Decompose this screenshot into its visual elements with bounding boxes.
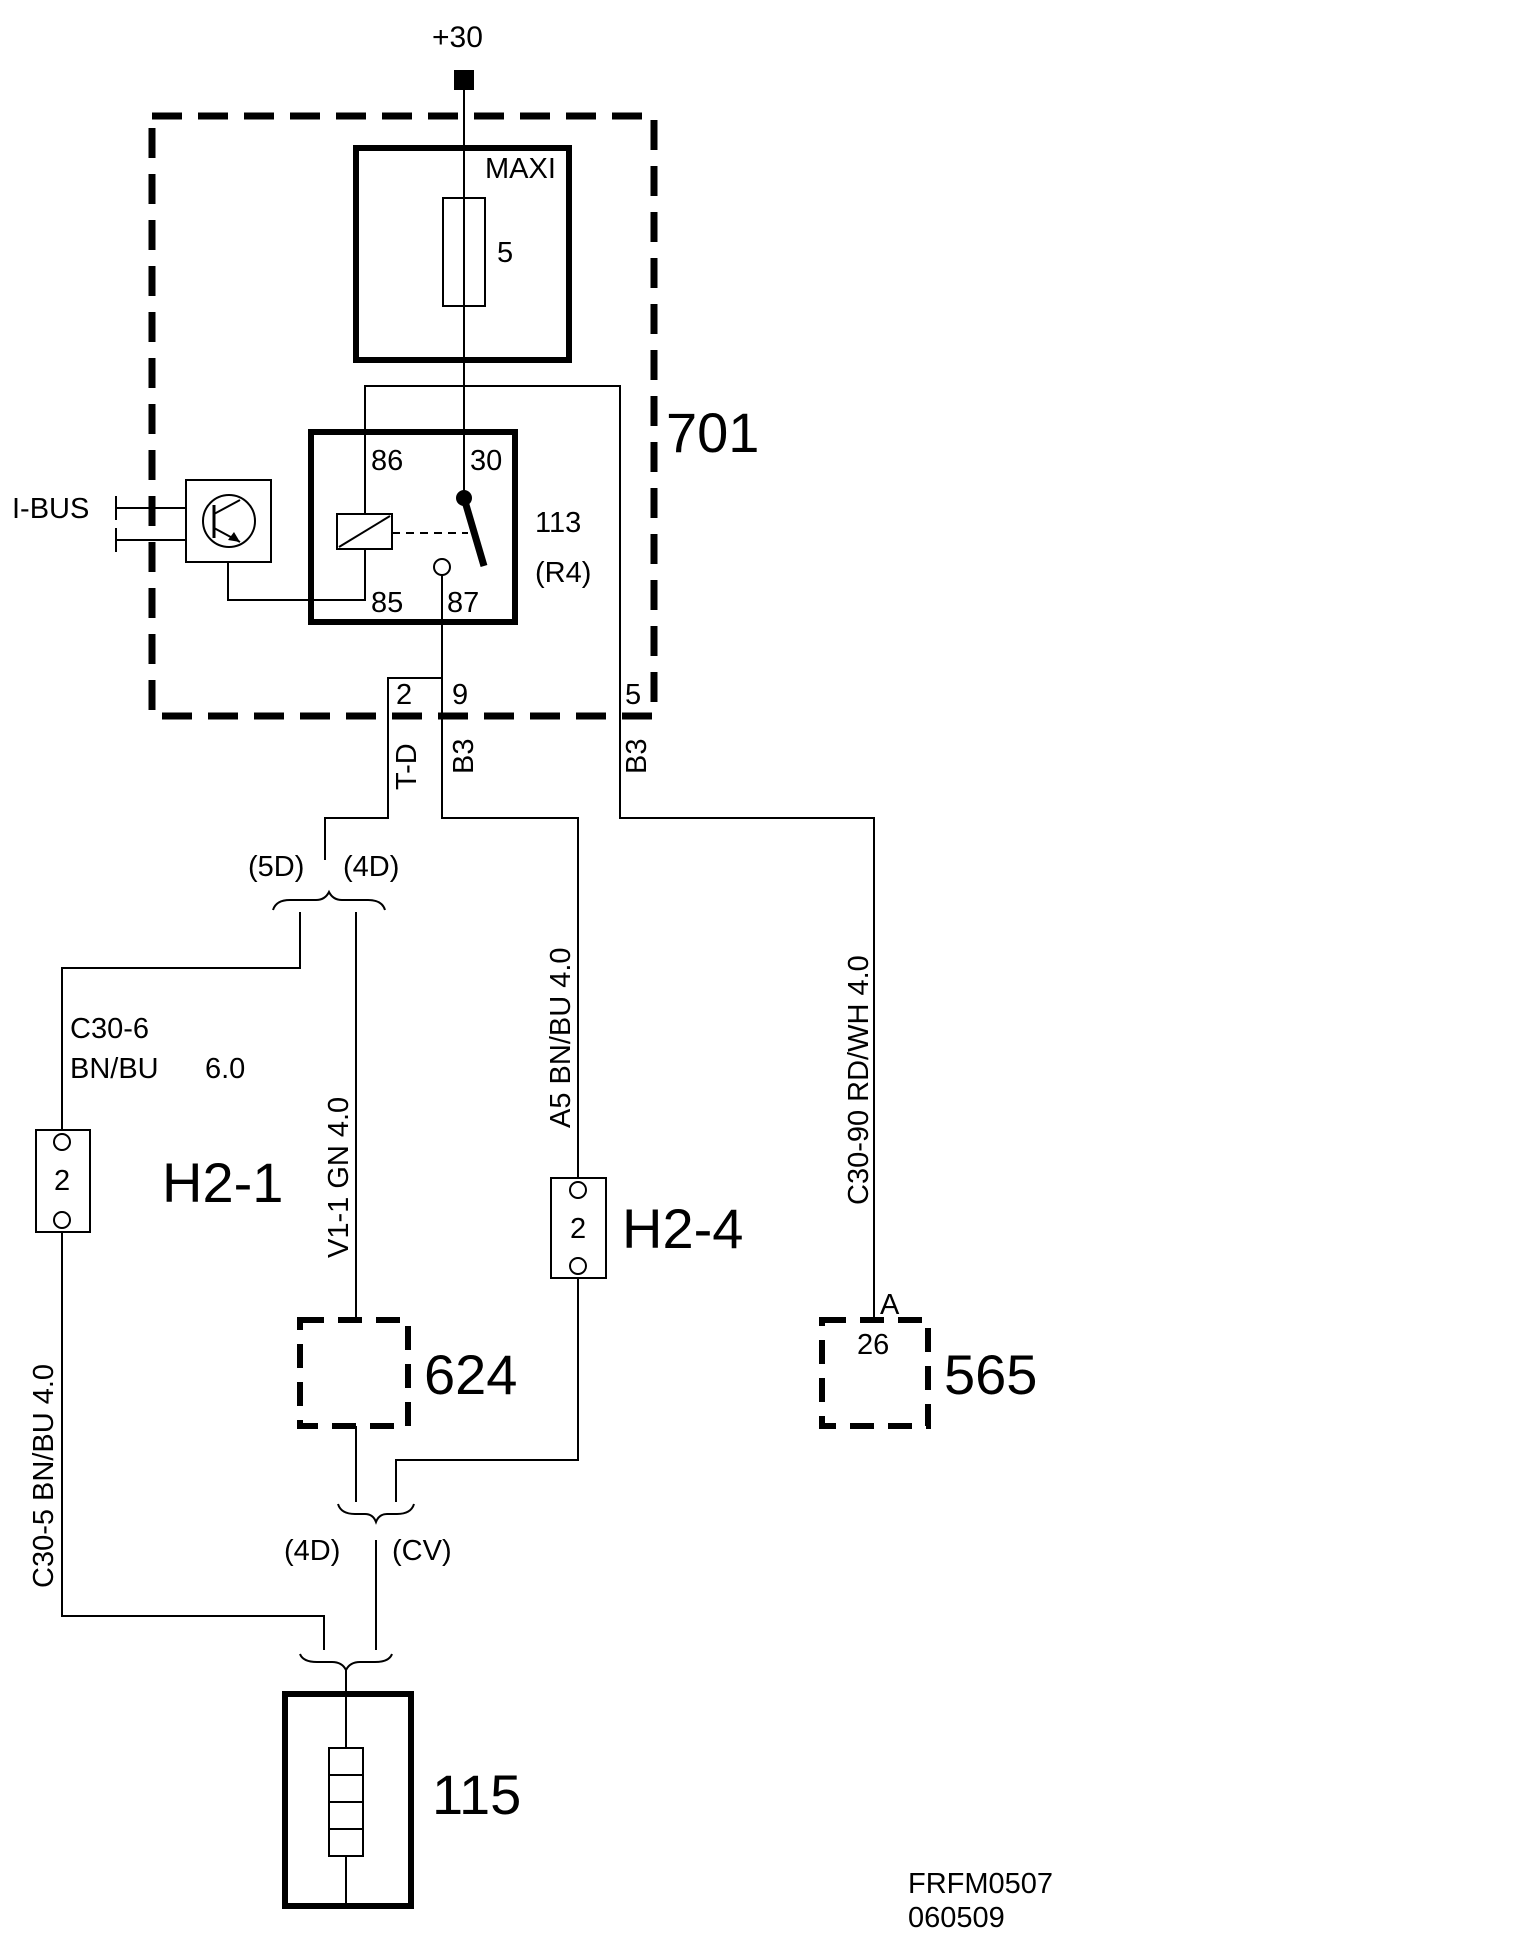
wire-label-c30-90: C30-90 RD/WH 4.0	[843, 955, 875, 1205]
variant-brace-upper	[272, 889, 386, 911]
variant-brace-lower	[337, 1503, 415, 1525]
relay-pin-87: 87	[447, 587, 479, 619]
transistor-icon	[202, 494, 256, 548]
component-115-label: 115	[432, 1763, 521, 1826]
pin-701-2: 2	[396, 679, 412, 711]
wire-td	[324, 720, 389, 860]
wire-label-td: T-D	[391, 743, 423, 790]
pin2-bridge	[387, 677, 442, 720]
wire-86-to-pin5	[364, 385, 875, 1318]
maxi-fuse-type: MAXI	[485, 153, 556, 185]
relay-113-box	[308, 429, 518, 625]
wire-c30-6-spec: BN/BU	[70, 1053, 159, 1085]
heater-element-icon	[328, 1747, 364, 1857]
wire-label-v1-1: V1-1 GN 4.0	[323, 1097, 355, 1258]
relay-contact-87	[433, 558, 451, 576]
component-565-label: 565	[944, 1343, 1037, 1406]
component-565-box	[819, 1317, 931, 1429]
maxi-fuse-box	[353, 145, 572, 363]
connector-h2-4-bottom-pin	[569, 1257, 587, 1275]
relay-coil-icon	[336, 513, 393, 550]
footer-date: 060509	[908, 1902, 1005, 1934]
wire-c30-6-size: 6.0	[205, 1053, 245, 1085]
wire-85-to-ibus	[227, 549, 366, 601]
component-624-box	[297, 1317, 411, 1429]
component-565-pin-letter: A	[880, 1289, 900, 1321]
wire-label-b3-a: B3	[448, 739, 480, 774]
ibus-label: I-BUS	[12, 493, 89, 525]
wire-h2-4-down	[395, 1278, 579, 1502]
component-701-boundary	[148, 112, 658, 720]
component-701-label: 701	[666, 401, 759, 464]
component-624-label: 624	[424, 1343, 517, 1406]
variant-lower-4d: (4D)	[284, 1535, 340, 1567]
wire-label-c30-5: C30-5 BN/BU 4.0	[28, 1364, 60, 1588]
relay-number: 113	[535, 507, 581, 539]
pin-701-5: 5	[625, 679, 641, 711]
connector-h2-4-name: H2-4	[622, 1197, 743, 1260]
variant-upper-5d: (5D)	[248, 851, 304, 883]
wire-c30-5	[61, 1232, 325, 1650]
variant-upper-4d: (4D)	[343, 851, 399, 883]
wire-c30-6-id: C30-6	[70, 1013, 149, 1045]
component-115-box	[282, 1691, 414, 1909]
connector-h2-1-top-pin	[53, 1133, 71, 1151]
relay-switch-arm	[460, 497, 488, 567]
pin-701-9: 9	[452, 679, 468, 711]
component-565-pin-number: 26	[857, 1329, 889, 1361]
relay-pin-30: 30	[470, 445, 502, 477]
supply-label: +30	[432, 21, 483, 54]
relay-pin-86: 86	[371, 445, 403, 477]
connector-h2-4-top-pin	[569, 1181, 587, 1199]
wire-label-b3-b: B3	[621, 739, 653, 774]
variant-brace-bottom	[299, 1653, 393, 1673]
connector-h2-4-pin: 2	[570, 1213, 586, 1245]
connector-h2-1-bottom-pin	[53, 1211, 71, 1229]
wire-87-to-h2-4	[441, 575, 579, 1190]
connector-h2-1-pin: 2	[54, 1165, 70, 1197]
connector-h2-1-name: H2-1	[162, 1151, 283, 1214]
footer-code: FRFM0507	[908, 1868, 1053, 1900]
wire-c30-6	[61, 912, 301, 1130]
relay-pin-85: 85	[371, 587, 403, 619]
relay-code: (R4)	[535, 557, 591, 589]
wire-label-a5: A5 BN/BU 4.0	[545, 947, 577, 1128]
ibus-transistor-box	[185, 479, 272, 563]
maxi-fuse-rating: 5	[497, 237, 513, 269]
variant-lower-cv: (CV)	[392, 1535, 452, 1567]
